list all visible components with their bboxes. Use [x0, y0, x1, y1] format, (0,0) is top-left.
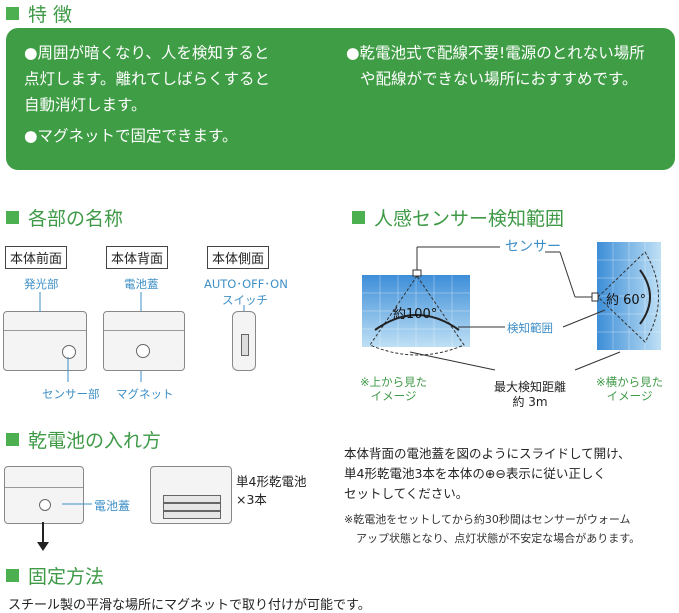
device-seam — [4, 330, 86, 331]
switch-label: AUTO･OFF･ON スイッチ — [204, 277, 288, 307]
angle-top-label: 約100° — [393, 307, 438, 322]
features-heading: 特 徴 — [6, 0, 72, 27]
sensor-label: センサー — [505, 239, 561, 255]
device-seam — [5, 487, 83, 488]
mounting-heading: 固定方法 — [6, 562, 104, 589]
battery-heading: 乾電池の入れ方 — [6, 426, 161, 453]
side-device-image — [232, 311, 256, 371]
sensor-icon — [62, 345, 76, 359]
heading-square-icon — [6, 433, 19, 446]
side-title: 本体側面 — [207, 246, 270, 269]
battery-type-label: 単4形乾電池 ×3本 — [236, 474, 307, 507]
battery-cover-label-2: 電池蓋 — [94, 499, 131, 513]
magnet-icon — [136, 344, 150, 358]
battery-cell-icon — [163, 511, 221, 519]
battery-note: ※乾電池をセットしてから約30秒間はセンサーがウォーム アップ状態となり、点灯状… — [344, 513, 641, 545]
note-side-view: ※横から見た イメージ — [596, 375, 664, 403]
sensor-range-heading: 人感センサー検知範囲 — [352, 204, 564, 231]
front-title: 本体前面 — [5, 246, 68, 269]
sensor-part-label: センサー部 — [42, 387, 100, 401]
battery-cover-label: 電池蓋 — [124, 277, 159, 291]
parts-heading: 各部の名称 — [6, 204, 123, 231]
device-seam — [104, 330, 184, 331]
feature-item-magnet: ●マグネットで固定できます。 — [24, 127, 238, 145]
battery-cover-device-image — [4, 466, 84, 524]
heading-square-icon — [6, 7, 19, 20]
max-distance: 最大検知距離 約 3m — [494, 380, 567, 409]
battery-cell-icon — [163, 495, 221, 503]
heading-square-icon — [352, 211, 365, 224]
light-label: 発光部 — [24, 277, 59, 291]
range-label: 検知範囲 — [507, 321, 553, 335]
front-device-image — [3, 311, 87, 371]
feature-item-auto-light: ●周囲が暗くなり、人を検知すると 点灯します。離れてしばらくすると 自動消灯しま… — [24, 44, 270, 114]
features-box: ●周囲が暗くなり、人を検知すると 点灯します。離れてしばらくすると 自動消灯しま… — [6, 28, 675, 170]
angle-side-label: 約 60° — [606, 293, 647, 308]
magnet-icon — [39, 499, 51, 511]
heading-square-icon — [6, 211, 19, 224]
heading-square-icon — [6, 569, 19, 582]
note-top-view: ※上から見た イメージ — [360, 375, 428, 403]
switch-icon — [241, 334, 249, 356]
magnet-label: マグネット — [116, 387, 174, 401]
back-title: 本体背面 — [106, 246, 169, 269]
back-device-image — [103, 311, 185, 371]
battery-instructions: 本体背面の電池蓋を図のようにスライドして開け、 単4形乾電池3本を本体の⊕⊖表示… — [344, 446, 631, 501]
battery-cell-icon — [163, 503, 221, 511]
battery-compartment-image — [150, 466, 232, 524]
feature-item-battery: ●乾電池式で配線不要!電源のとれない場所 や配線ができない場所におすすめです。 — [346, 44, 645, 88]
mounting-text: スチール製の平滑な場所にマグネットで取り付けが可能です。 — [8, 598, 371, 613]
